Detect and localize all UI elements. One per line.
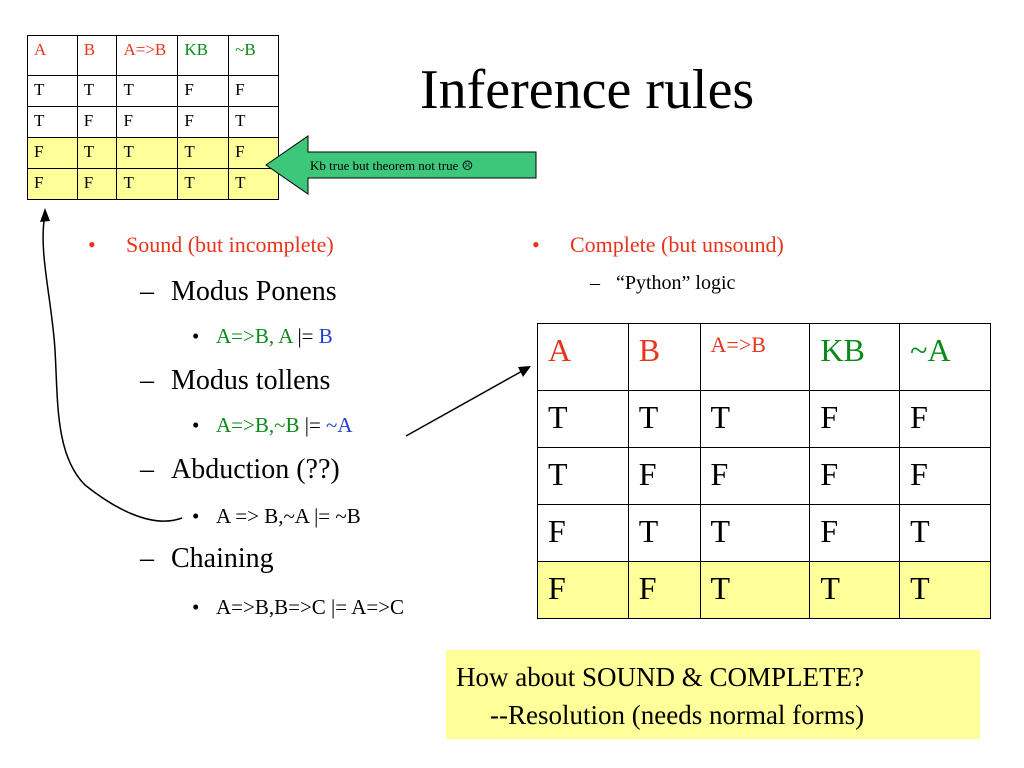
header-cell-b: B — [627, 323, 701, 391]
slide-title: Inference rules — [420, 59, 755, 121]
header-cell-a: A — [537, 323, 629, 391]
table-cell: F — [177, 106, 230, 138]
table-cell: T — [537, 447, 629, 505]
table-cell: T — [27, 106, 78, 138]
formula-abduction: A => B,~A |= ~B — [216, 504, 361, 528]
table-row: F T T F T — [537, 504, 991, 562]
header-cell-a: A — [27, 35, 78, 76]
header-cell-kb: KB — [809, 323, 901, 391]
table-cell: F — [899, 390, 991, 448]
right-list-subitem: “Python” logic — [616, 272, 736, 294]
table-header-row: A B A=>B KB ~A — [537, 323, 991, 391]
table-cell: T — [76, 137, 118, 169]
turnstile: |= — [304, 413, 321, 437]
formula-part: ~A — [320, 413, 353, 437]
table-cell: T — [116, 137, 179, 169]
bullet-marker: • — [532, 232, 540, 257]
dash-marker: – — [140, 454, 154, 485]
bullet-marker: • — [192, 413, 200, 437]
rule-label-modus-tollens: Modus tollens — [171, 365, 331, 396]
summary-line-1: How about SOUND & COMPLETE? — [456, 662, 864, 692]
curved-connector-line — [42, 214, 183, 522]
table-row: T F F F F — [537, 447, 991, 505]
truth-table-small: A B A=>B KB ~B T T T F F T F F F T F T T… — [27, 35, 279, 200]
header-cell-not-b: ~B — [228, 35, 279, 76]
table-row-highlighted: F T T T F — [27, 137, 279, 169]
formula-modus-tollens: A=>B,~B |= ~A — [216, 413, 353, 438]
table-row-highlighted: F F T T T — [27, 168, 279, 200]
table-cell: T — [537, 390, 629, 448]
dash-marker: – — [140, 276, 154, 307]
table-cell: T — [627, 504, 701, 562]
bullet-marker: • — [88, 232, 96, 257]
table-cell: F — [27, 168, 78, 200]
callout-arrow-shape — [265, 135, 537, 195]
header-cell-not-a: ~A — [899, 323, 991, 391]
table-cell: T — [899, 561, 991, 619]
table-cell: T — [699, 390, 811, 448]
table-row: T T T F F — [537, 390, 991, 448]
left-list-heading: Sound (but incomplete) — [126, 232, 334, 257]
table-cell: T — [116, 75, 179, 107]
rule-label-abduction: Abduction (??) — [171, 454, 340, 485]
rule-label-modus-ponens: Modus Ponens — [171, 276, 337, 307]
table-cell: T — [699, 561, 811, 619]
table-header-row: A B A=>B KB ~B — [27, 35, 279, 76]
dash-marker: – — [140, 543, 154, 574]
turnstile: |= — [297, 324, 314, 348]
table-cell: F — [809, 390, 901, 448]
table-cell: T — [228, 168, 279, 200]
rule-label-chaining: Chaining — [171, 543, 274, 574]
curved-connector-arrowhead — [40, 208, 50, 222]
dash-marker: – — [140, 365, 154, 396]
bullet-marker: • — [192, 504, 200, 528]
table-row-highlighted: F F T T T — [537, 561, 991, 619]
table-cell: F — [537, 561, 629, 619]
formula-part: A=>B,~B — [216, 413, 305, 437]
right-list-heading: Complete (but unsound) — [570, 232, 784, 257]
table-cell: T — [76, 75, 118, 107]
straight-connector-arrowhead — [518, 366, 531, 377]
table-row: T T T F F — [27, 75, 279, 107]
formula-modus-ponens: A=>B, A |= B — [216, 324, 333, 349]
table-cell: T — [177, 137, 230, 169]
bullet-marker: • — [192, 595, 200, 619]
table-cell: T — [809, 561, 901, 619]
table-cell: T — [699, 504, 811, 562]
formula-chaining: A=>B,B=>C |= A=>C — [216, 595, 405, 619]
table-cell: F — [809, 504, 901, 562]
straight-connector-line — [405, 369, 525, 437]
table-cell: F — [627, 561, 701, 619]
header-cell-a-implies-b: A=>B — [116, 35, 179, 76]
callout-text: Kb true but theorem not true ☹ — [310, 158, 474, 173]
truth-table-large: A B A=>B KB ~A T T T F F T F F F F F T T… — [537, 323, 991, 619]
summary-line-2: --Resolution (needs normal forms) — [490, 700, 865, 730]
formula-part: B — [313, 324, 333, 348]
table-cell: F — [627, 447, 701, 505]
table-cell: F — [27, 137, 78, 169]
table-cell: F — [699, 447, 811, 505]
table-cell: F — [228, 75, 279, 107]
table-cell: T — [899, 504, 991, 562]
header-cell-kb: KB — [177, 35, 230, 76]
table-cell: F — [537, 504, 629, 562]
header-cell-a-implies-b: A=>B — [699, 323, 811, 391]
formula-part: A=>B, A — [216, 324, 298, 348]
dash-marker: – — [590, 272, 600, 294]
table-cell: T — [627, 390, 701, 448]
table-cell: T — [177, 168, 230, 200]
header-cell-b: B — [76, 35, 118, 76]
table-cell: T — [116, 168, 179, 200]
table-cell: F — [76, 168, 118, 200]
table-cell: F — [809, 447, 901, 505]
bullet-marker: • — [192, 324, 200, 348]
summary-box: How about SOUND & COMPLETE? --Resolution… — [446, 650, 980, 739]
table-cell: F — [899, 447, 991, 505]
table-cell: F — [116, 106, 179, 138]
